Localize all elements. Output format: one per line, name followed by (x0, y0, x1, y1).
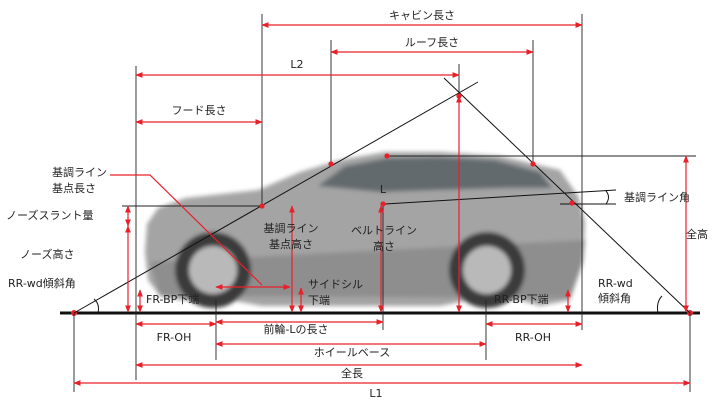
label-rr-oh: RR-OH (515, 331, 551, 344)
label-nose-height: ノーズ高さ (20, 247, 74, 261)
label-side-sill-2: 下端 (308, 294, 330, 307)
label-total-height: 全高 (686, 227, 708, 241)
labels: キャビン長さ ルーフ長さ L2 フード長さ 基調ライン 基点長さ ノーズスラント… (6, 9, 708, 400)
label-side-sill-1: サイドシル (308, 278, 363, 291)
car-silhouette (145, 152, 585, 308)
point-rear-corner (569, 200, 575, 206)
car-window (318, 157, 552, 192)
leader-base-origin-length (110, 174, 263, 286)
label-base-line-angle: 基調ライン角 (624, 190, 690, 204)
label-base-origin-length-1: 基調ライン (52, 165, 107, 179)
rear-wheel (463, 246, 511, 294)
label-l2: L2 (290, 58, 303, 71)
reference-points (259, 93, 575, 209)
label-l-point: L (380, 183, 387, 196)
front-wheel (189, 246, 237, 294)
label-fr-oh: FR-OH (157, 331, 192, 344)
label-belt-line-height-2: 高さ (373, 239, 395, 253)
point-roof-front (328, 161, 334, 167)
label-base-origin-height-1: 基調ライン (264, 221, 319, 235)
rr-wd-angle-arc-left (93, 298, 99, 314)
label-fr-bp-bottom: FR-BP下端 (146, 293, 199, 306)
point-base-origin (259, 203, 265, 209)
front-slope-line (73, 81, 479, 314)
construction-lines (73, 77, 696, 314)
point-roof-rear (530, 161, 536, 167)
label-base-origin-length-2: 基点長さ (52, 182, 96, 195)
dimension-lines (73, 22, 691, 386)
label-wheelbase: ホイールベース (314, 346, 390, 359)
point-apex (456, 93, 462, 99)
label-front-wheel-l: 前輪-Lの長さ (263, 322, 328, 336)
rear-slope-line (443, 77, 691, 314)
label-l1: L1 (369, 387, 382, 400)
rr-wd-angle-arc-right (657, 295, 663, 314)
base-line-angle-arc (605, 190, 609, 205)
label-nose-slant: ノーズスラント量 (6, 208, 93, 222)
label-rr-wd-angle-right-1: RR-wd (598, 277, 633, 290)
label-cabin-length: キャビン長さ (389, 9, 455, 22)
label-hood-length: フード長さ (172, 104, 227, 117)
label-base-origin-height-2: 基点高さ (269, 237, 313, 251)
base-line (384, 189, 617, 205)
label-roof-length: ルーフ長さ (405, 36, 459, 49)
label-belt-line-height-1: ベルトライン (351, 224, 417, 237)
point-roof-top (384, 153, 390, 159)
point-l (380, 201, 386, 207)
label-overall-length: 全長 (341, 366, 363, 380)
label-rr-wd-angle-left: RR-wd傾斜角 (8, 276, 76, 290)
label-rr-bp-bottom: RR-BP下端 (494, 293, 549, 306)
label-rr-wd-angle-right-2: 傾斜角 (598, 291, 631, 305)
